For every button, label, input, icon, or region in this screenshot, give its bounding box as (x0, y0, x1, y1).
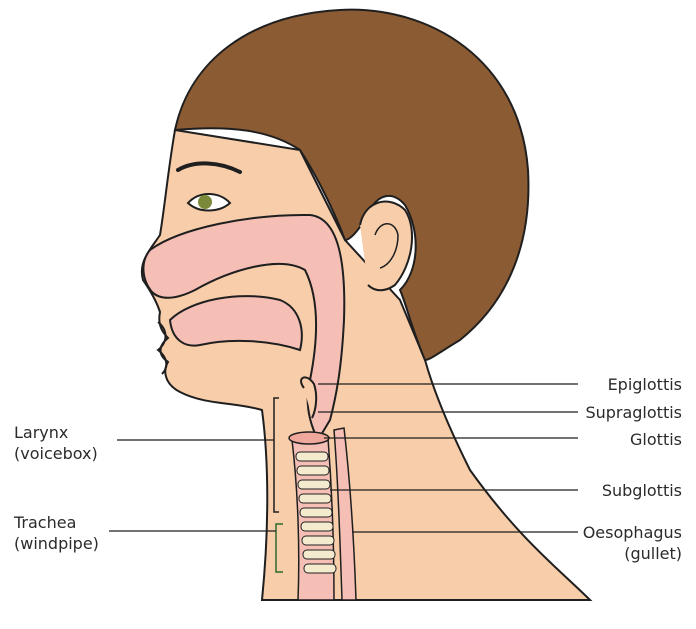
oesophagus-label: Oesophagus (gullet) (583, 522, 682, 564)
subglottis-label: Subglottis (602, 480, 682, 501)
oesophagus-label-title: Oesophagus (583, 522, 682, 543)
oesophagus-label-subtitle: (gullet) (583, 543, 682, 564)
trachea-rings (292, 438, 336, 600)
trachea-label: Trachea (windpipe) (14, 512, 99, 554)
trachea-label-subtitle: (windpipe) (14, 533, 99, 554)
ear (360, 202, 412, 291)
trachea-label-title: Trachea (14, 512, 99, 533)
supraglottis-label: Supraglottis (585, 402, 682, 423)
epiglottis-label: Epiglottis (608, 374, 682, 395)
iris (198, 195, 212, 209)
glottis-disc (289, 432, 329, 444)
larynx-label: Larynx (voicebox) (14, 422, 98, 464)
larynx-label-title: Larynx (14, 422, 98, 443)
glottis-label: Glottis (630, 429, 682, 450)
larynx-label-subtitle: (voicebox) (14, 443, 98, 464)
